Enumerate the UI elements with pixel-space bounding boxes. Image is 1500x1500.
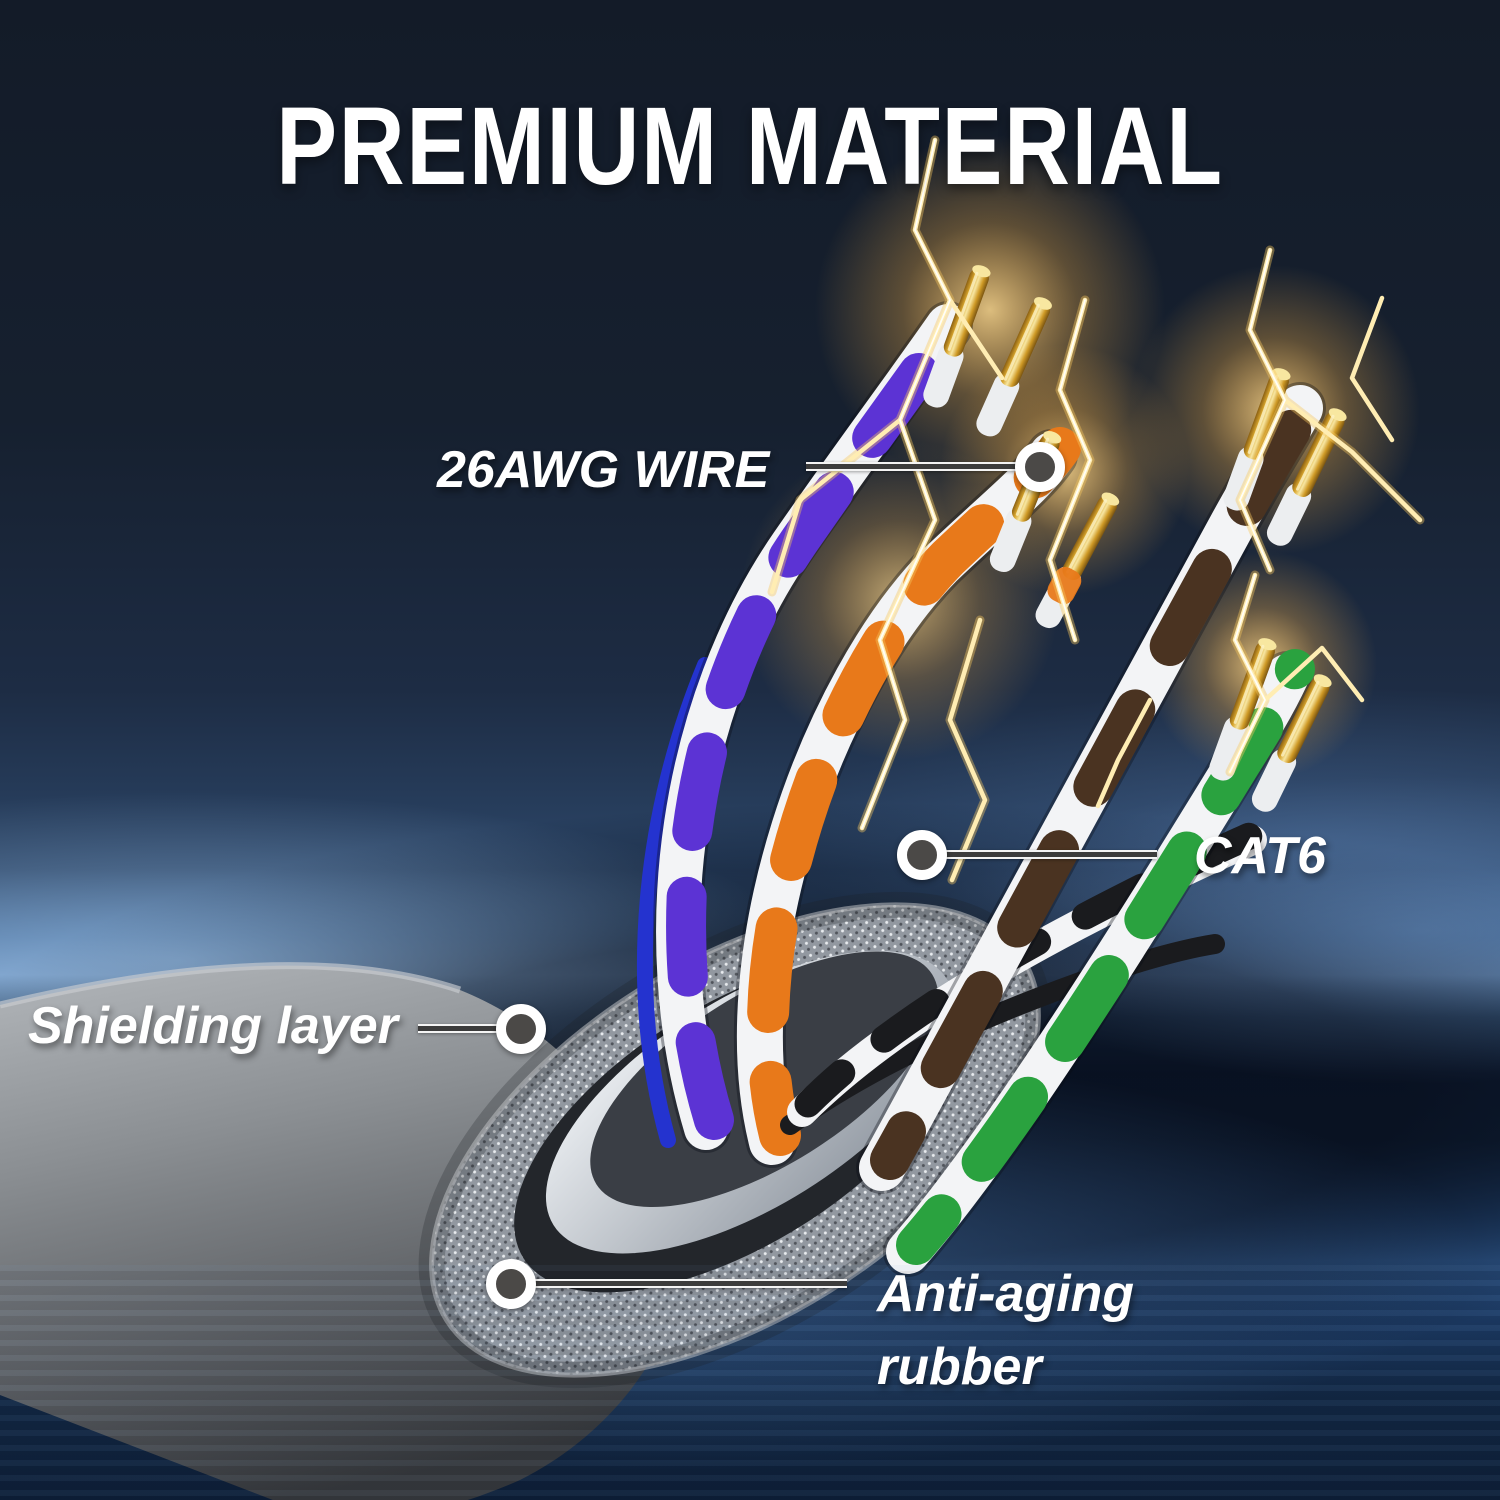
callout-label-anti-aging-rubber: Anti-aging rubber [877,1258,1134,1404]
callout-line-cat6 [946,850,1157,859]
black-pair-color [794,818,1272,1118]
anti-aging-line2: rubber [877,1338,1042,1396]
callout-dot-shielding-layer [496,1004,546,1054]
callout-dot-26awg-wire [1015,442,1065,492]
callout-dot-anti-aging-rubber [486,1259,536,1309]
lightning-bolts [767,135,1425,885]
callout-label-shielding-layer: Shielding layer [28,997,398,1055]
black-strand [780,934,1225,1135]
purple-pair-color [666,300,976,1140]
brown-pair-color [870,381,1328,1180]
callout-line-shielding-layer [418,1024,498,1033]
green-pair-color [896,649,1315,1265]
anti-aging-line1: Anti-aging [877,1265,1135,1323]
page-title: PREMIUM MATERIAL [276,85,1224,208]
callout-label-26awg-wire: 26AWG WIRE [437,441,770,499]
callout-dot-cat6 [897,830,947,880]
callout-line-anti-aging-rubber [533,1279,847,1288]
blue-wire [637,657,713,1148]
callout-line-26awg-wire [806,462,1016,471]
callout-label-cat6: CAT6 [1194,827,1326,885]
